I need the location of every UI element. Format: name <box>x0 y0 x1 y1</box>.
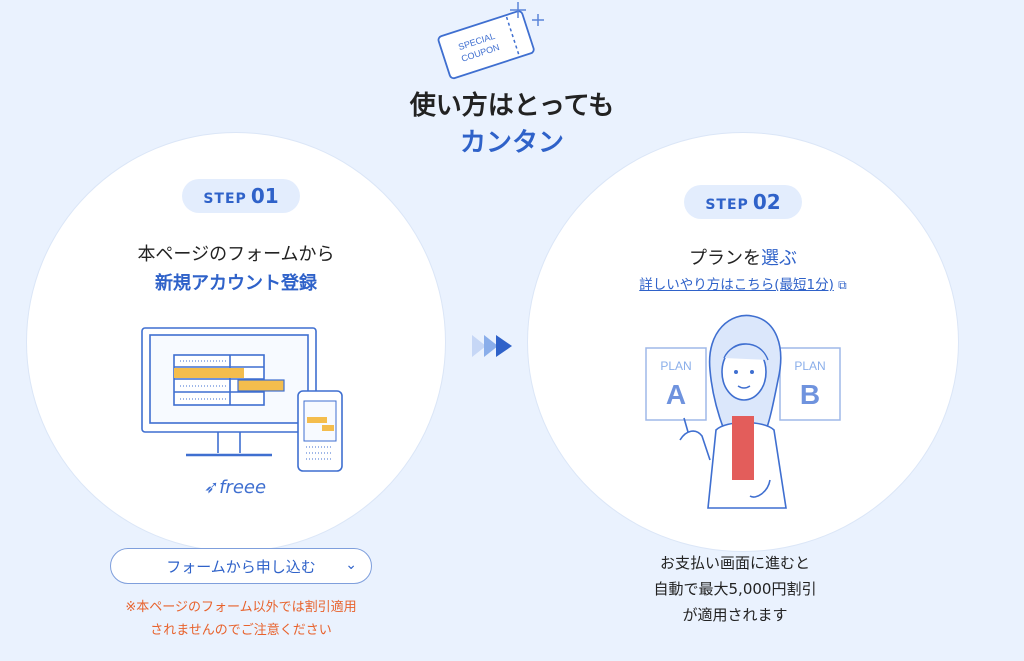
signup-form-illustration <box>141 327 343 472</box>
step2-badge-number: 02 <box>752 190 781 214</box>
step1-line2: 新規アカウント登録 <box>155 273 317 294</box>
discount-note-line2: されませんのでご注意ください <box>150 623 332 638</box>
coupon-ticket-icon: SPECIAL COUPON <box>437 2 544 80</box>
step1-line1: 本ページのフォームから <box>137 244 335 265</box>
bird-icon: ➶ <box>204 477 220 498</box>
howto-link-text: 詳しいやり方はこちら(最短1分) <box>639 277 834 293</box>
apply-form-button-label: フォームから申し込む <box>166 557 316 576</box>
plan-a-letter: A <box>666 379 686 410</box>
heading-line2: カンタン <box>459 128 564 158</box>
step2-description-line3: が適用されます <box>682 606 788 624</box>
external-window-icon: ⧉ <box>838 278 847 292</box>
chevron-down-icon: ⌄ <box>345 557 357 573</box>
step2-line1: プランを選ぶ <box>600 244 886 273</box>
freee-logo-text: freee <box>219 477 267 498</box>
apply-form-button[interactable]: フォームから申し込む ⌄ <box>110 548 372 584</box>
step2-description-line2: 自動で最大5,000円割引 <box>653 580 817 598</box>
step2-description: お支払い画面に進むと 自動で最大5,000円割引 が適用されます <box>620 550 850 628</box>
person-figure <box>679 314 787 509</box>
discount-note: ※本ページのフォーム以外では割引適用 されませんのでご注意ください <box>100 596 382 642</box>
next-step-arrow-icon <box>472 335 512 357</box>
howto-link[interactable]: 詳しいやり方はこちら(最短1分) ⧉ <box>600 273 886 293</box>
plan-a-card <box>645 347 707 421</box>
step2-badge-label: STEP <box>705 197 749 213</box>
step1-badge-label: STEP <box>203 191 247 207</box>
step2-description-line1: お支払い画面に進むと <box>659 554 810 572</box>
step1-badge-number: 01 <box>250 184 279 208</box>
plan-a-label: PLAN <box>660 359 691 373</box>
plan-selection-illustration: PLAN A PLAN B <box>645 314 841 509</box>
heading-line1: 使い方はとっても <box>409 91 615 121</box>
step2-line1-a: プランを <box>689 248 761 269</box>
plan-b-label: PLAN <box>794 359 825 373</box>
step2-line1-b: 選ぶ <box>761 248 797 269</box>
plan-b-letter: B <box>800 379 820 410</box>
freee-logo: ➶freee <box>204 477 284 501</box>
plan-b-card <box>779 347 841 421</box>
discount-note-line1: ※本ページのフォーム以外では割引適用 <box>125 600 357 615</box>
